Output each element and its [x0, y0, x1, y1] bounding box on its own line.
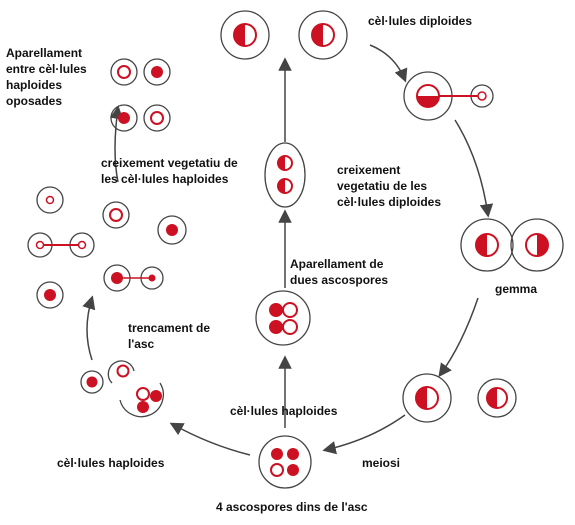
ascus-breaking: [80, 360, 164, 418]
label-vegetative-diploid: creixement vegetatiu de les cèl·lules di…: [337, 162, 441, 210]
label-four-ascospores: 4 ascospores dins de l'asc: [216, 500, 368, 514]
label-pairing-haploid-line-4: oposades: [6, 94, 63, 108]
label-vegetative-diploid-line-1: creixement: [337, 163, 401, 177]
label-meiosis: meiosi: [362, 456, 401, 470]
arrow-meiosis: [322, 414, 406, 455]
label-pairing-haploid: Aparellament entre cèl·lules haploides o…: [6, 45, 87, 109]
label-pairing-ascospores: Aparellament de dues ascospores: [290, 256, 388, 288]
label-pairing-haploid-line-1: Aparellament: [6, 46, 83, 60]
label-pairing-haploid-line-2: entre cèl·lules: [6, 62, 87, 76]
label-vegetative-haploid-line-1: creixement vegetatiu de: [101, 156, 238, 170]
arrow-to-haploid-pairs: [109, 105, 124, 183]
budding-cells: [460, 218, 564, 272]
arrow-mating-to-bud: [454, 119, 494, 218]
label-ascus-breaking: trencament de l'asc: [128, 320, 210, 352]
label-vegetative-diploid-line-2: vegetatiu de les: [337, 179, 428, 193]
diploid-vegetative-cell: [264, 142, 306, 208]
label-vegetative-haploid: creixement vegetatiu de les cèl·lules ha…: [101, 155, 238, 187]
label-vegetative-diploid-line-3: cèl·lules diploides: [337, 195, 442, 209]
diploid-cell-top: [220, 10, 270, 60]
label-diploid-cells: cèl·lules diploides: [368, 14, 473, 28]
arrow-ascus-release: [169, 422, 251, 456]
haploid-pair-bottom: [110, 104, 171, 132]
label-pairing-ascospores-line-2: dues ascospores: [290, 273, 389, 287]
label-vegetative-haploid-line-2: les cèl·lules haploides: [101, 172, 229, 186]
haploid-vegetative-cluster: [27, 186, 187, 309]
label-haploid-cells-center: cèl·lules haploides: [230, 404, 338, 418]
label-pairing-haploid-line-3: haploides: [6, 78, 63, 92]
ascus-four-ascospores: [258, 435, 312, 489]
arrow-ascus-break: [82, 295, 96, 361]
label-ascus-breaking-line-1: trencament de: [128, 321, 211, 335]
diploid-cell-mating: [403, 71, 494, 121]
label-pairing-ascospores-line-1: Aparellament de: [290, 257, 384, 271]
haploid-pair-top: [110, 58, 171, 86]
arrow-bud-to-diploid: [438, 297, 479, 378]
arrow-diploid-to-mating: [369, 44, 408, 83]
label-haploid-cells-left: cèl·lules haploides: [57, 456, 165, 470]
diploid-cell-top-right: [298, 10, 348, 60]
diploid-cell-bottom-right-1: [402, 373, 452, 423]
cycle-arrows: [82, 44, 494, 456]
label-bud: gemma: [495, 282, 538, 296]
diploid-cell-bottom-right-2: [477, 378, 517, 418]
ascospore-pairing-cell: [255, 290, 311, 346]
label-ascus-breaking-line-2: l'asc: [128, 337, 155, 351]
